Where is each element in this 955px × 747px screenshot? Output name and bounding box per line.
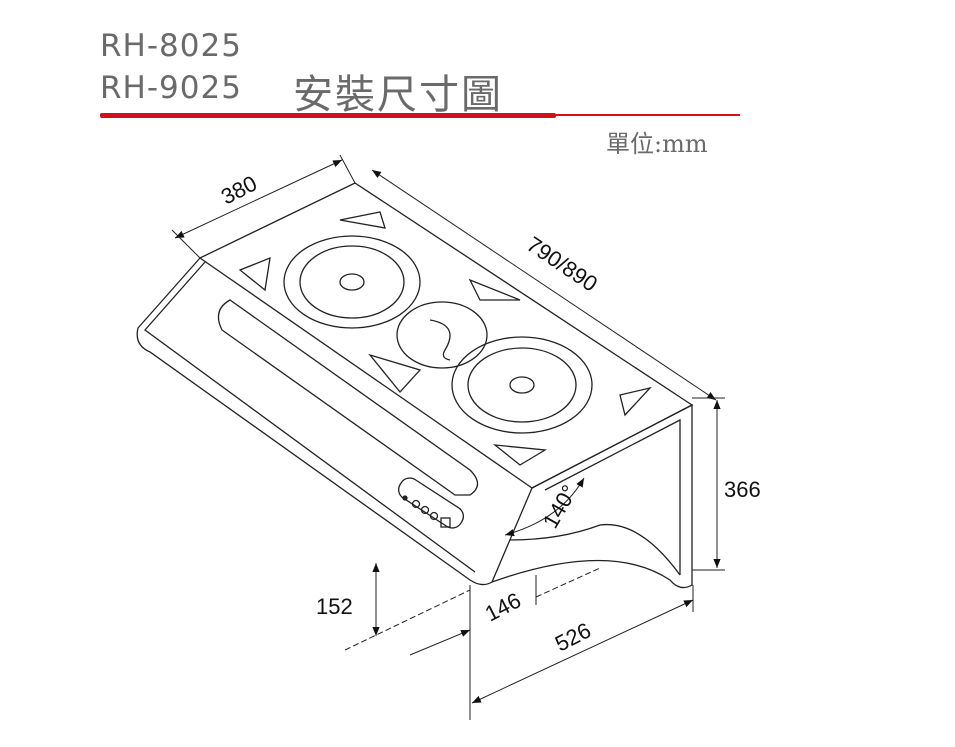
hood-outline <box>136 182 694 589</box>
model-number-2: RH-9025 <box>100 70 242 106</box>
dim-side-length: 526 <box>551 618 595 657</box>
title-underline-thin <box>556 114 740 116</box>
dimension-lines <box>171 154 725 720</box>
dim-height: 366 <box>724 477 761 502</box>
dim-width: 790/890 <box>522 231 602 296</box>
page-title: 安裝尺寸圖 <box>293 72 503 118</box>
dim-duct-offset: 146 <box>481 588 525 627</box>
unit-label: 單位:mm <box>606 130 708 158</box>
model-number-1: RH-8025 <box>100 28 242 64</box>
dim-depth: 380 <box>217 171 261 210</box>
title-underline <box>100 113 556 118</box>
dim-front-height: 152 <box>316 594 353 619</box>
dim-angle: 140° <box>538 481 582 533</box>
